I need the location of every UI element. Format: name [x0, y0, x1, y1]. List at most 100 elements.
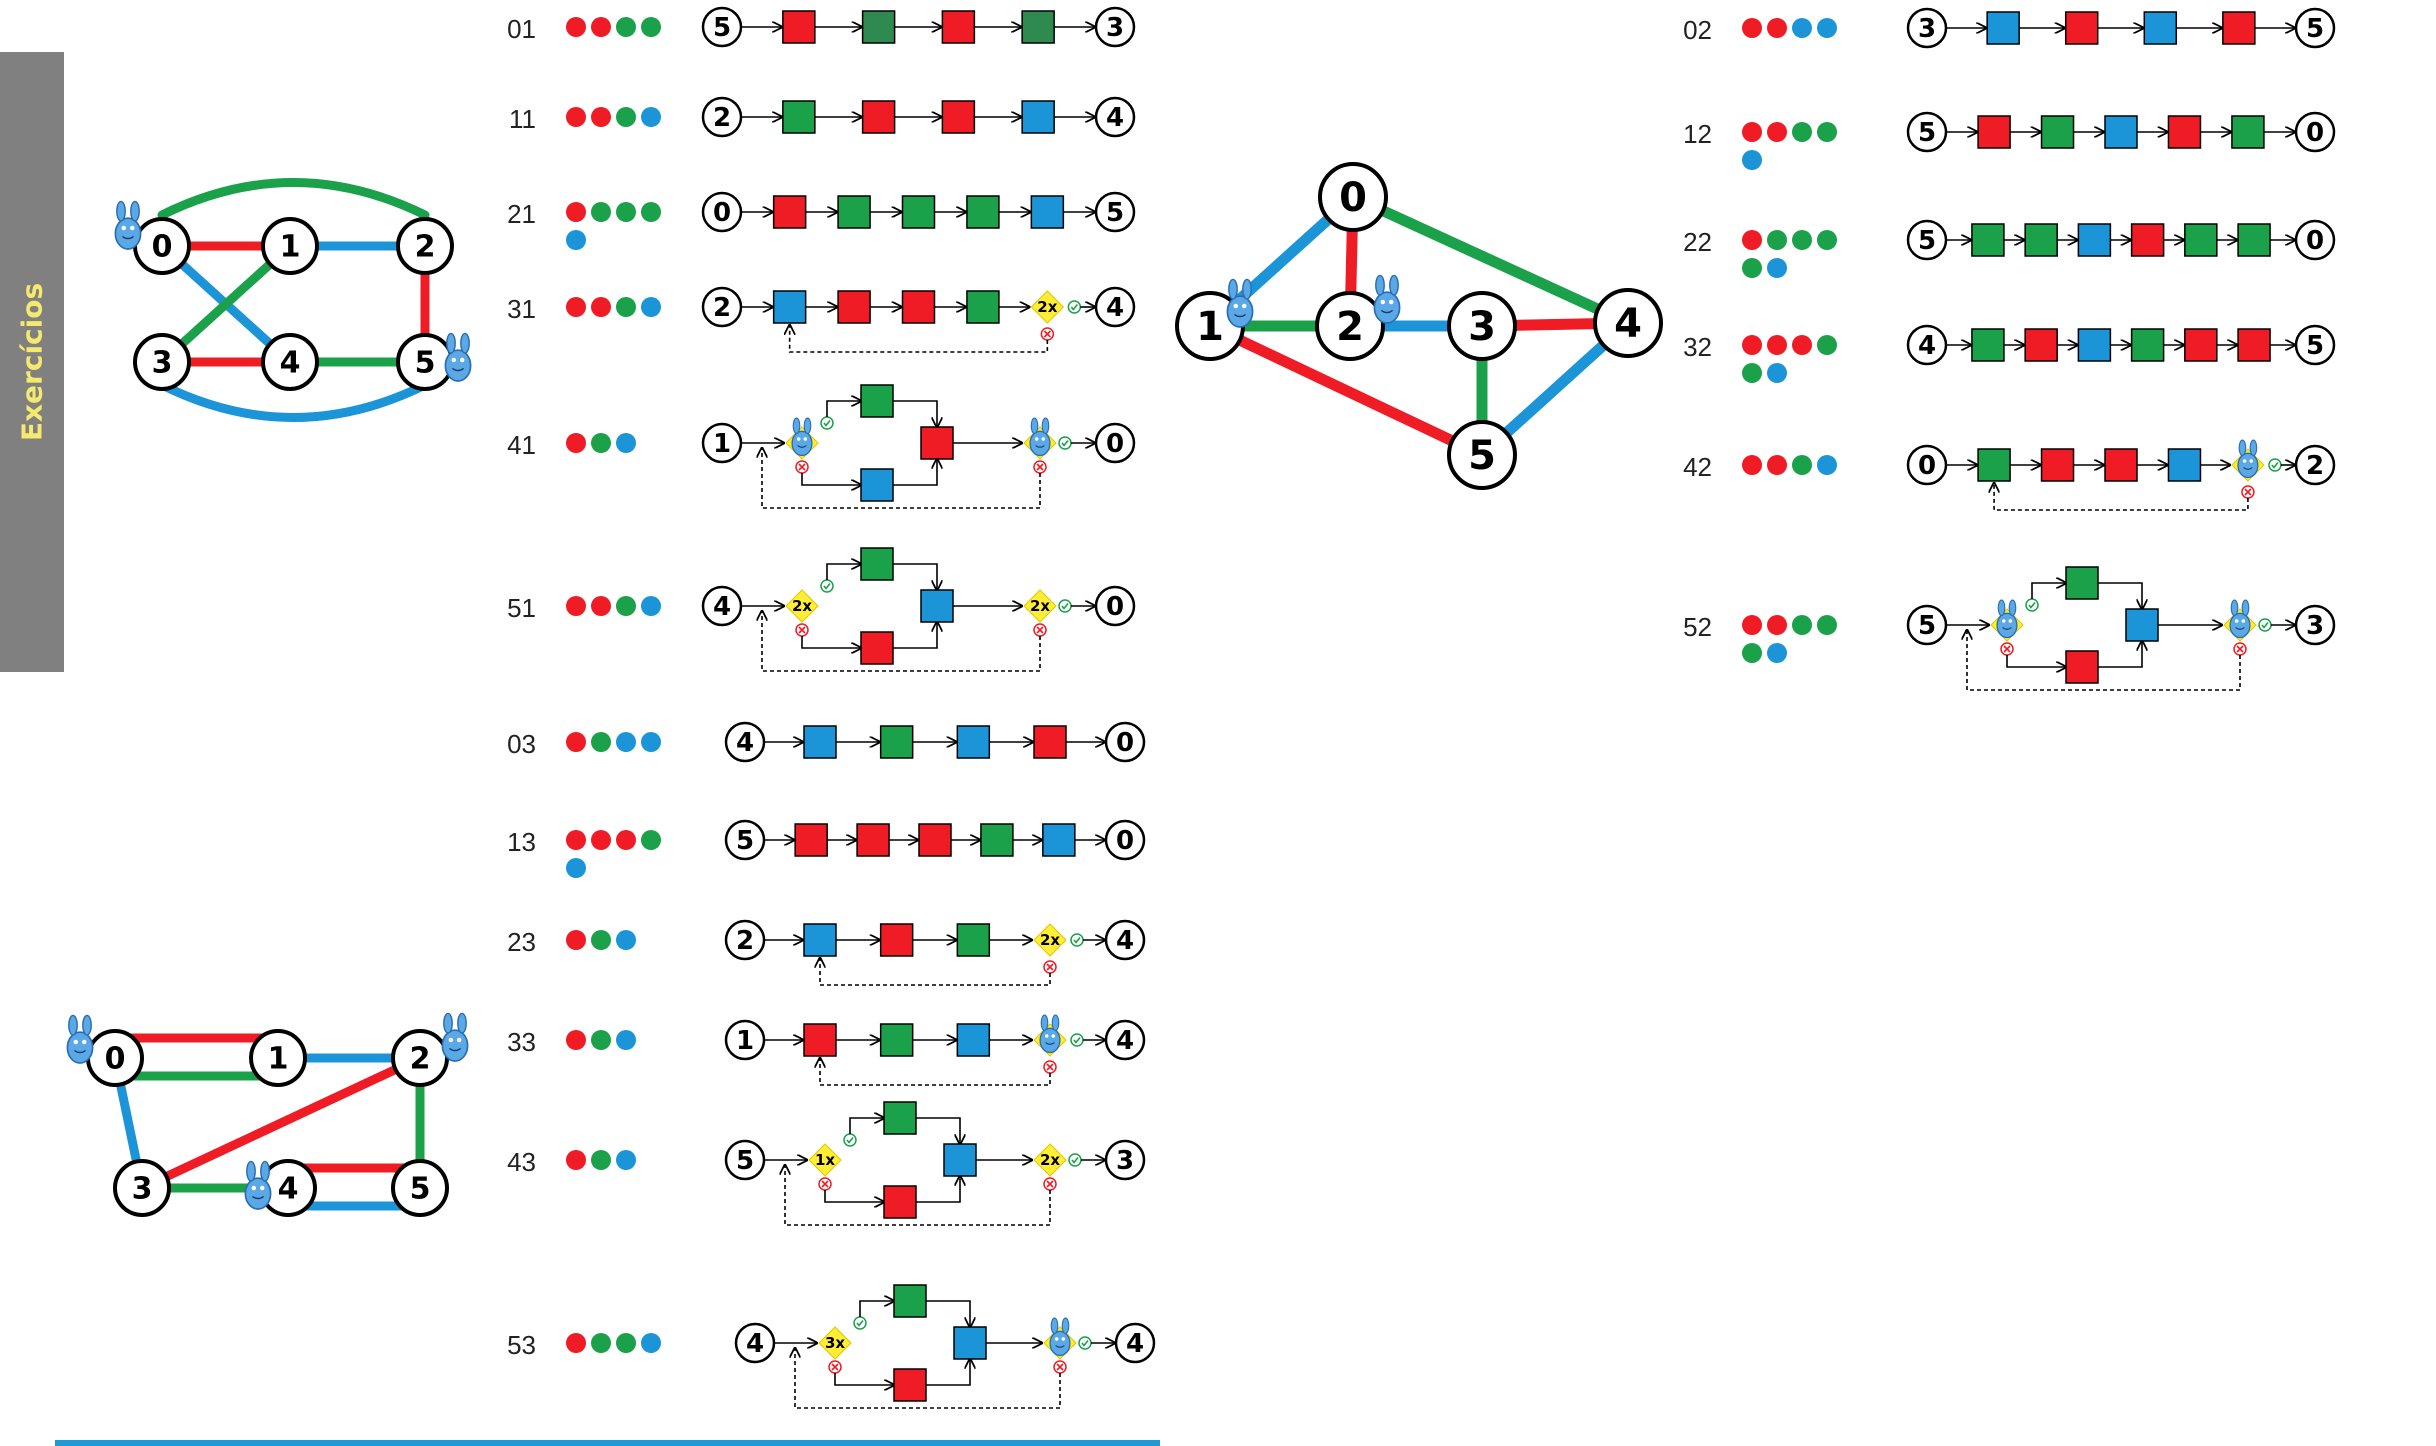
color-dot-red	[566, 732, 586, 752]
cross-icon	[2241, 485, 2255, 499]
station-label: 5	[1918, 226, 1936, 256]
color-dot-blue	[641, 596, 661, 616]
cross-icon	[2233, 642, 2247, 656]
step-box-red	[918, 823, 952, 857]
station-label: 4	[1918, 331, 1936, 361]
step-box-blue	[860, 468, 894, 502]
station-node: 5	[724, 1139, 766, 1181]
loop-diamond: 2x	[1023, 589, 1057, 623]
flow-arrow	[1994, 483, 2249, 511]
flow-arrow	[2006, 655, 2066, 667]
station-node: 4	[724, 721, 766, 763]
color-dot-green	[1817, 335, 1837, 355]
mascot-icon	[2237, 439, 2259, 479]
flow-arrow	[834, 1373, 894, 1385]
color-dot-green	[616, 107, 636, 127]
mascot-icon	[1029, 417, 1051, 457]
color-dot-green	[591, 732, 611, 752]
flow-arrow	[762, 611, 1041, 672]
color-dot-red	[591, 297, 611, 317]
sidebar-tab[interactable]: Exercícios	[0, 52, 64, 672]
check-icon	[2025, 598, 2039, 612]
color-dot-red	[1742, 335, 1762, 355]
color-dot-green	[616, 596, 636, 616]
flow-arrow	[893, 459, 937, 486]
graph-edge-red	[1204, 320, 1488, 461]
color-dot-red	[566, 297, 586, 317]
step-box-green	[1977, 448, 2011, 482]
loop-count: 2x	[1037, 298, 1057, 316]
step-box-blue	[956, 1023, 991, 1057]
station-label: 3	[1468, 304, 1496, 350]
station-label: 4	[280, 346, 301, 381]
flow-arrow	[916, 1117, 960, 1144]
step-box-red	[2040, 448, 2075, 482]
station-label: 3	[132, 1172, 153, 1207]
loop-diamond: 2x	[1030, 290, 1065, 324]
station-label: 0	[1116, 826, 1134, 856]
station-node: 2	[1315, 291, 1385, 361]
color-dot-blue	[1817, 455, 1837, 475]
station-node: 3	[113, 1159, 171, 1217]
station-node: 2	[724, 919, 766, 961]
mascot-icon	[444, 332, 472, 382]
step-box-red	[837, 290, 871, 324]
exercise-code: 43	[507, 1147, 536, 1177]
flow-arrow	[801, 636, 861, 648]
station-node: 4	[1104, 919, 1146, 961]
station-node: 5	[1906, 604, 1948, 646]
color-dot-blue	[1767, 258, 1787, 278]
station-node: 0	[1094, 585, 1136, 627]
step-box-green	[2065, 566, 2099, 600]
step-box-blue	[1986, 11, 2020, 45]
exercise-code: 22	[1683, 227, 1712, 257]
color-dot-green	[616, 17, 636, 37]
color-dot-red	[566, 17, 586, 37]
mascot-icon	[1996, 599, 2018, 639]
cross-icon	[1033, 623, 1047, 637]
step-box-red	[803, 1023, 837, 1057]
station-node: 0	[1104, 721, 1146, 763]
flow-arrow	[926, 1359, 970, 1386]
mascot-icon	[791, 417, 813, 457]
step-box-blue	[956, 725, 991, 759]
station-label: 4	[713, 592, 731, 622]
color-dot-green	[616, 297, 636, 317]
flow-arrow	[820, 1058, 1051, 1086]
station-label: 1	[1196, 304, 1224, 350]
mascot-icon	[1039, 1014, 1061, 1054]
step-box-red	[941, 10, 976, 44]
exercise-code: 33	[507, 1027, 536, 1057]
step-box-red	[1033, 725, 1067, 759]
flow-arrow	[762, 448, 1041, 509]
cross-icon	[1043, 1177, 1057, 1191]
color-dot-blue	[641, 732, 661, 752]
mascot-icon	[1373, 274, 1401, 324]
graph-edge-green	[1347, 191, 1634, 329]
flow-arrow	[795, 1348, 1061, 1409]
station-node: 5	[1906, 111, 1948, 153]
graph-edge-red	[137, 1053, 425, 1193]
exercise-code: 51	[507, 593, 536, 623]
step-box-green	[860, 384, 894, 418]
check-icon	[820, 416, 834, 430]
step-box-green	[1971, 223, 2005, 257]
station-label: 0	[1106, 429, 1124, 459]
step-box-red	[2167, 115, 2202, 149]
color-dot-red	[566, 830, 586, 850]
station-node: 3	[1094, 6, 1136, 48]
color-dot-green	[641, 17, 661, 37]
check-icon	[1068, 1153, 1082, 1167]
color-dot-green	[1817, 122, 1837, 142]
step-box-green	[893, 1284, 927, 1318]
station-label: 4	[746, 1329, 764, 1359]
